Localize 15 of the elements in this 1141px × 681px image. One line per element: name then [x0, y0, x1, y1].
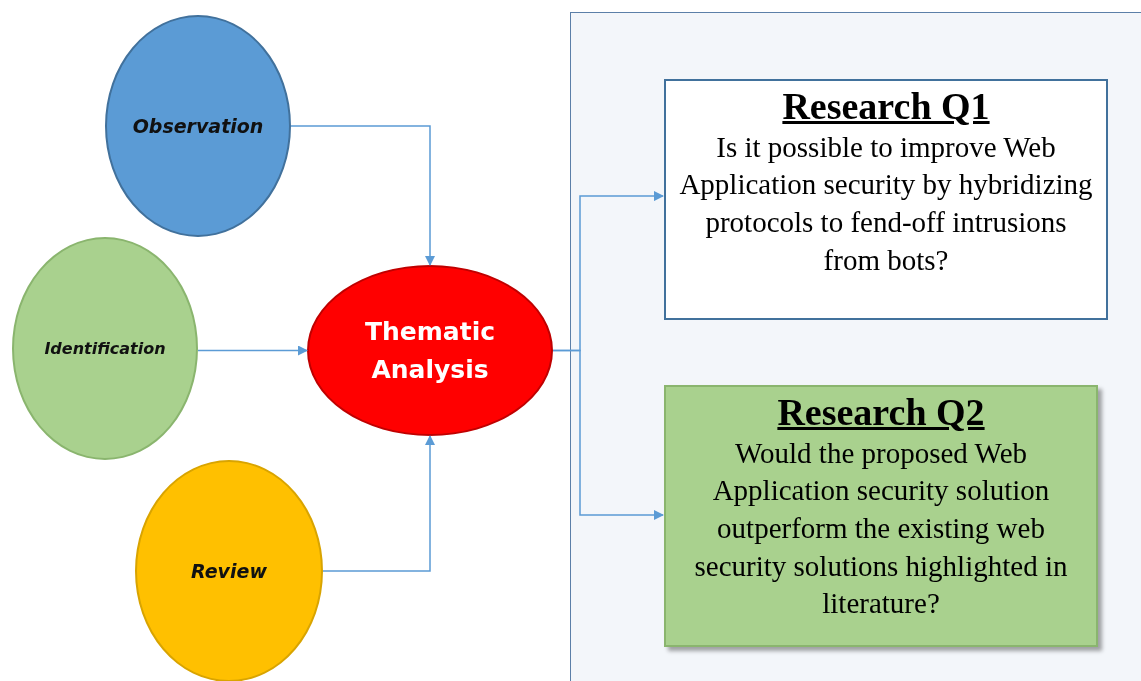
panel-background	[570, 12, 1141, 681]
question-text: Is it possible to improve Web Application security by hybridizing protocols to fend-off intrusions from bots?	[678, 129, 1094, 278]
node-label: Identification	[44, 339, 166, 358]
question-box	[664, 385, 1098, 647]
node-label: Observation	[132, 115, 264, 137]
arrow	[197, 345, 308, 356]
node-label: Thematic Analysis	[363, 316, 497, 386]
arrow	[290, 125, 435, 266]
question-text: Would the proposed Web Application security solution outperform the existing web security solutions highlighted in literature?	[693, 435, 1069, 622]
question-heading: Research Q2	[777, 391, 985, 435]
question-box	[664, 79, 1108, 320]
node-label: Review	[191, 560, 267, 582]
arrow	[322, 435, 435, 572]
question-heading: Research Q1	[782, 85, 990, 129]
arrow	[552, 349, 664, 520]
